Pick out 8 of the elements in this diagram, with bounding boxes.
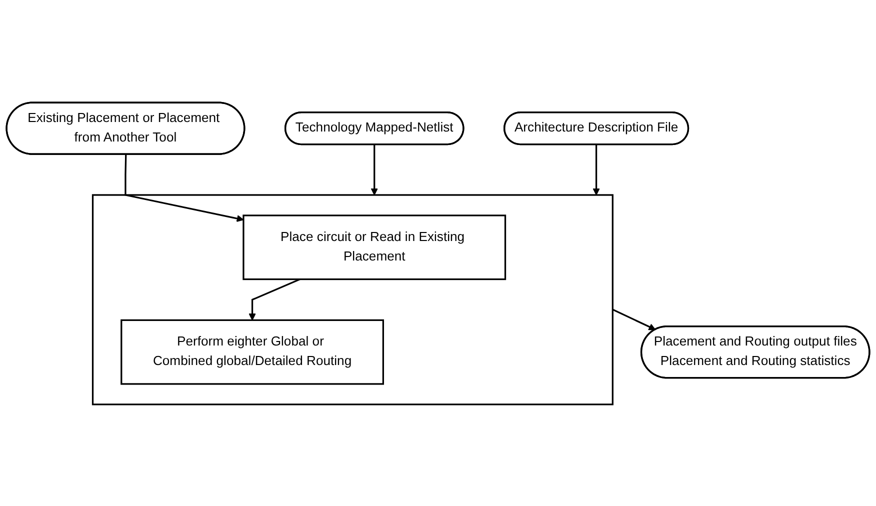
arrow	[124, 154, 244, 222]
arrow	[592, 144, 600, 195]
arrow	[248, 278, 300, 320]
arrow	[370, 144, 378, 195]
node-box: Place circuit or Read in Existing Placement	[242, 214, 506, 280]
cluster	[92, 194, 614, 405]
arrow	[612, 308, 656, 330]
node-box: Perform eighter Global or Combined global/Detailed Routing	[120, 318, 384, 384]
